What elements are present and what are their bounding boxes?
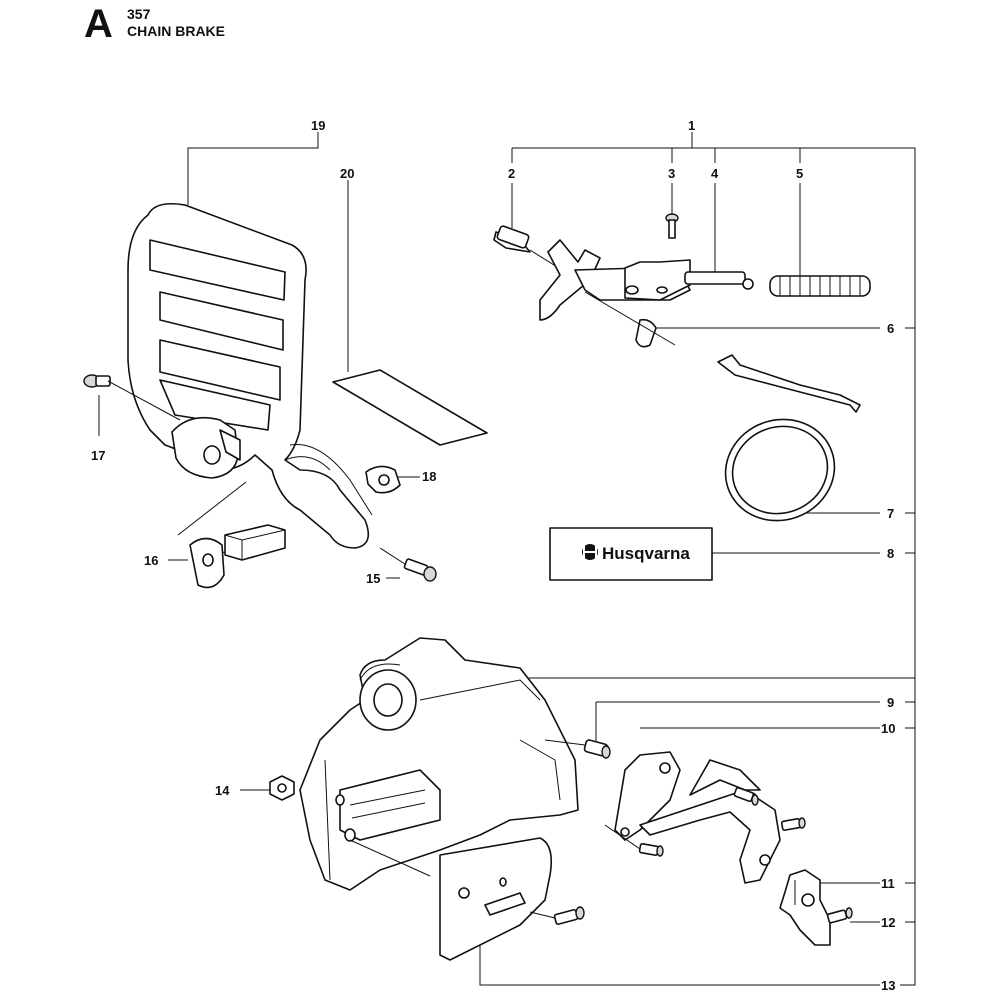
brake-mechanism xyxy=(493,213,871,348)
callout-6: 6 xyxy=(887,321,894,336)
pin-9 xyxy=(544,739,611,759)
callout-12: 12 xyxy=(881,915,895,930)
callout-2: 2 xyxy=(508,166,515,181)
screw-15 xyxy=(379,547,437,582)
husqvarna-logo-icon xyxy=(582,544,598,560)
callout-20: 20 xyxy=(340,166,354,181)
screw-12 xyxy=(826,907,853,924)
callout-14: 14 xyxy=(215,783,230,798)
screw-3 xyxy=(665,213,679,239)
clip-6 xyxy=(584,291,676,348)
callout-17: 17 xyxy=(91,448,105,463)
husqvarna-decal: Husqvarna xyxy=(549,527,713,581)
callout-1: 1 xyxy=(688,118,695,133)
diagram-title: CHAIN BRAKE xyxy=(127,23,225,39)
callout-16: 16 xyxy=(144,553,158,568)
callout-13: 13 xyxy=(881,978,895,993)
screw-17 xyxy=(83,374,181,421)
callout-19: 19 xyxy=(311,118,325,133)
diagram-header: A 357 CHAIN BRAKE xyxy=(0,0,1000,60)
section-letter: A xyxy=(84,2,113,46)
brand-logo-text: Husqvarna xyxy=(602,544,690,563)
decal-sheet xyxy=(332,369,488,446)
callout-7: 7 xyxy=(887,506,894,521)
front-hand-guard xyxy=(127,202,373,549)
callout-3: 3 xyxy=(668,166,675,181)
callout-labels: 19 20 1 2 3 4 5 6 7 8 9 10 11 12 13 14 1… xyxy=(91,118,895,993)
callout-5: 5 xyxy=(796,166,803,181)
callout-11: 11 xyxy=(881,876,895,891)
plate-screw xyxy=(529,906,585,926)
bar-plate-13 xyxy=(439,837,553,961)
nut-14 xyxy=(269,775,295,801)
brake-bracket-10 xyxy=(614,751,781,884)
callout-18: 18 xyxy=(422,469,436,484)
clip-18 xyxy=(365,465,401,494)
callout-15: 15 xyxy=(366,571,380,586)
callout-4: 4 xyxy=(711,166,719,181)
chain-catcher-11 xyxy=(779,869,831,946)
callout-9: 9 xyxy=(887,695,894,710)
callout-8: 8 xyxy=(887,546,894,561)
bracket-screws xyxy=(604,786,806,857)
guard-pivot-lug xyxy=(171,416,241,479)
clutch-cover xyxy=(299,637,579,891)
callout-10: 10 xyxy=(881,721,895,736)
part-16-washer-block xyxy=(177,481,286,589)
brake-band xyxy=(717,354,861,522)
model-number: 357 xyxy=(127,6,151,22)
spring-5 xyxy=(769,275,871,297)
